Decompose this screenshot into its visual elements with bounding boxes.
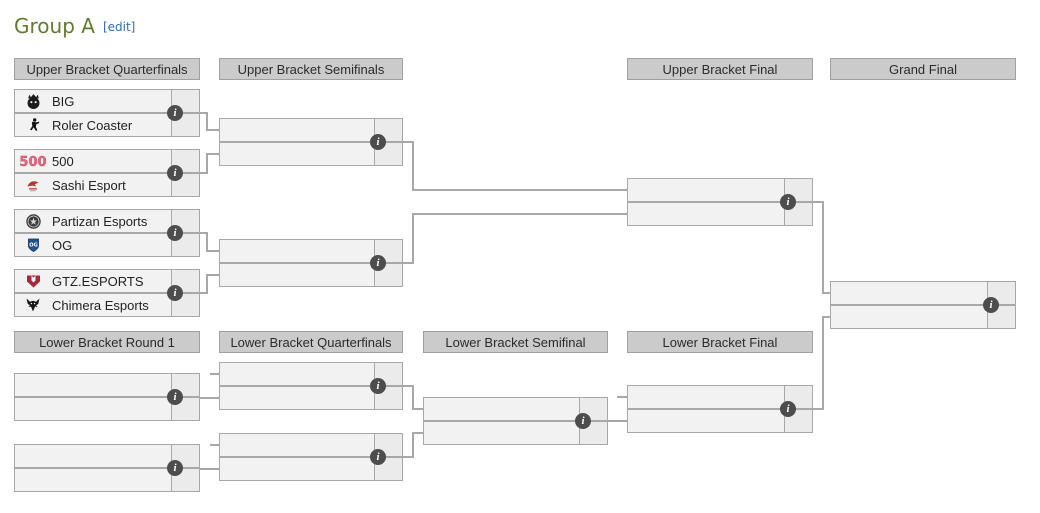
header-lower-bracket-final: Lower Bracket Final [627,331,813,353]
team-row-roler-coaster[interactable]: Roler Coaster [15,114,199,136]
info-icon[interactable]: i [780,401,796,417]
header-grand-final: Grand Final [830,58,1016,80]
bracket-connector [412,141,414,191]
header-lower-bracket-quarterfinals: Lower Bracket Quarterfinals [219,331,403,353]
info-icon[interactable]: i [167,389,183,405]
bracket-connector [206,274,219,276]
info-icon[interactable]: i [167,105,183,121]
svg-text:500: 500 [19,155,46,169]
bracket-connector [206,153,208,174]
500-logo-icon: 500 [18,153,48,169]
bracket-connector-stub [210,444,219,446]
bracket-connector [206,129,219,131]
partizan-esports-logo-icon [18,213,48,230]
bracket-connector [412,213,414,264]
bracket-connector [813,408,824,410]
match-lb-r1-m2: i [14,444,200,492]
header-lower-bracket-semifinal: Lower Bracket Semifinal [423,331,608,353]
match-lb-r1-m1: i [14,373,200,421]
info-icon[interactable]: i [983,297,999,313]
info-icon[interactable]: i [370,449,386,465]
header-upper-bracket-final: Upper Bracket Final [627,58,813,80]
team-name[interactable]: GTZ.ESPORTS [52,273,144,289]
page-title: Group A [edit] [14,14,135,38]
team-name[interactable]: Sashi Esport [52,177,126,193]
svg-text:OG: OG [29,243,37,249]
bracket-connector [608,420,627,422]
team-name[interactable]: Partizan Esports [52,213,148,229]
bracket-connector-stub [210,373,219,375]
group-title: Group A [14,14,95,38]
info-icon[interactable]: i [370,134,386,150]
bracket-connector [206,250,219,252]
match-lb-qf1: i [219,362,403,410]
big-logo-icon [18,93,48,110]
bracket-connector [403,456,414,458]
bracket-connector [822,316,824,410]
team-name[interactable]: BIG [52,93,75,109]
bracket-connector [412,189,627,191]
roler-coaster-logo-icon [18,117,48,133]
header-upper-bracket-quarterfinals: Upper Bracket Quarterfinals [14,58,200,80]
match-ub-qf1: BIG Roler Coaster i [14,89,200,137]
bracket-connector [200,232,208,234]
bracket-connector [403,262,414,264]
info-icon[interactable]: i [167,285,183,301]
bracket-connector [822,292,830,294]
team-name[interactable]: 500 [52,153,74,169]
match-ub-sf1: i [219,118,403,166]
bracket-connector [200,397,219,399]
match-grand-final: i [830,281,1016,329]
match-ub-qf2: 500 500 Sashi Esport i [14,149,200,197]
info-icon[interactable]: i [167,460,183,476]
info-icon[interactable]: i [167,225,183,241]
bracket-connector [813,201,824,203]
header-lower-bracket-round-1: Lower Bracket Round 1 [14,331,200,353]
bracket-connector [206,232,208,252]
bracket-connector [403,385,414,387]
bracket-connector [200,172,208,174]
team-name[interactable]: Chimera Esports [52,297,149,313]
info-icon[interactable]: i [370,255,386,271]
bracket-connector [822,201,824,294]
match-ub-final: i [627,178,813,226]
bracket-connector [412,432,414,458]
match-ub-sf2: i [219,239,403,287]
team-row-gtz-esports[interactable]: GTZ.ESPORTS [15,270,199,294]
team-row-partizan-esports[interactable]: Partizan Esports [15,210,199,234]
team-name[interactable]: Roler Coaster [52,117,133,133]
sashi-esport-logo-icon [18,177,48,193]
bracket-connector [412,385,414,410]
bracket-connector-stub [617,396,627,398]
bracket-connector [412,432,423,434]
gtz-esports-logo-icon [18,273,48,289]
bracket-connector [412,408,423,410]
bracket-connector [200,468,219,470]
match-lb-sf: i [423,397,608,445]
match-ub-qf4: GTZ.ESPORTS Chimera Esports i [14,269,200,317]
bracket-connector [403,141,414,143]
og-logo-icon: OG [18,237,48,253]
bracket-connector [206,274,208,294]
info-icon[interactable]: i [780,194,796,210]
bracket-connector [822,316,830,318]
bracket-connector [206,112,208,131]
team-name[interactable]: OG [52,237,73,253]
bracket-connector [206,153,219,155]
bracket-connector [200,292,208,294]
match-lb-final: i [627,385,813,433]
bracket-connector [412,213,627,215]
bracket-connector [200,112,208,114]
edit-link[interactable]: [edit] [102,20,136,34]
info-icon[interactable]: i [575,413,591,429]
info-icon[interactable]: i [167,165,183,181]
info-icon[interactable]: i [370,378,386,394]
match-lb-qf2: i [219,433,403,481]
header-upper-bracket-semifinals: Upper Bracket Semifinals [219,58,403,80]
chimera-esports-logo-icon [18,297,48,313]
match-ub-qf3: Partizan Esports OG OG i [14,209,200,257]
